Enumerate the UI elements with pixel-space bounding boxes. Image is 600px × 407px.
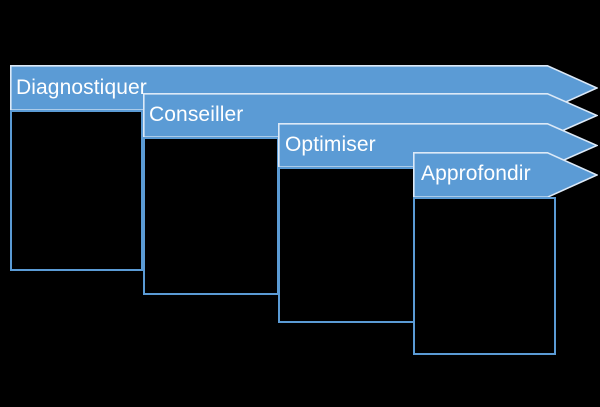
content-box-conseiller[interactable] (143, 137, 279, 295)
arrow-shape-icon (413, 152, 598, 198)
content-box-text-approfondir (415, 199, 554, 353)
content-box-optimiser[interactable] (278, 167, 415, 323)
content-box-approfondir[interactable] (413, 197, 556, 355)
content-box-text-optimiser (280, 169, 413, 321)
content-box-text-diagnostiquer (12, 112, 141, 269)
arrow-band-approfondir[interactable] (413, 152, 598, 198)
content-box-text-conseiller (145, 139, 277, 293)
content-box-diagnostiquer[interactable] (10, 110, 143, 271)
